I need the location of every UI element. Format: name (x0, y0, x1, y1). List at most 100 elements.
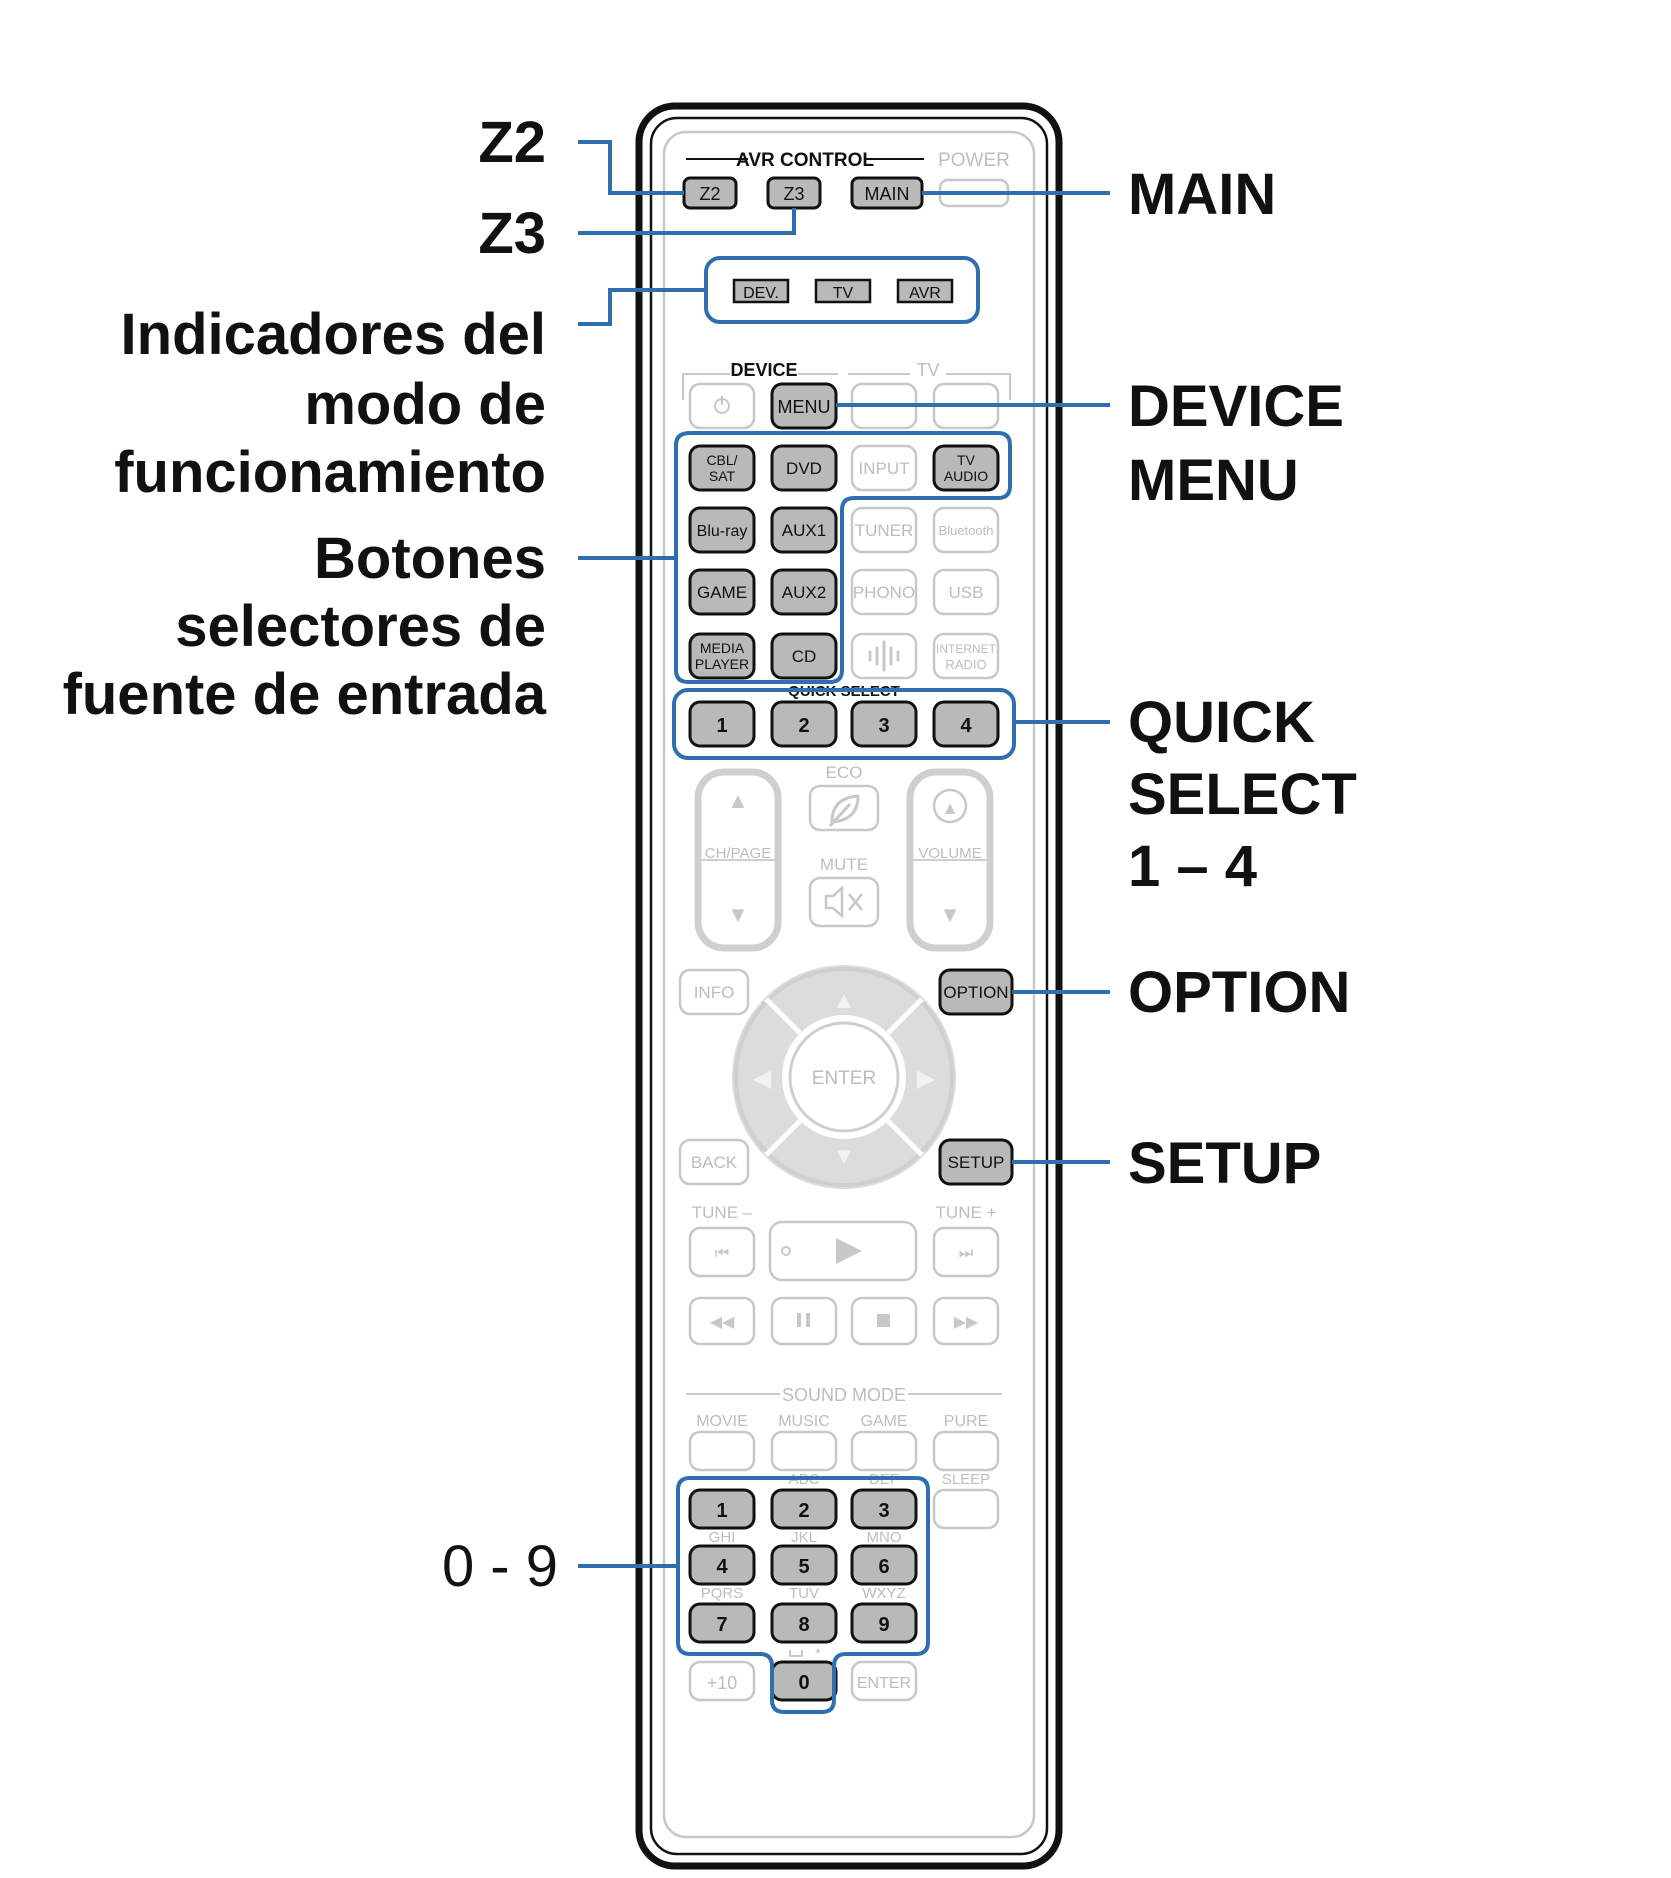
quick-select-callout-line1: QUICK (1128, 690, 1315, 755)
indicators-callout-line3: funcionamiento (114, 440, 546, 505)
svg-text:SAT: SAT (709, 468, 736, 484)
device-menu-callout-line2: MENU (1128, 448, 1299, 513)
source-cd-button[interactable]: CD (770, 632, 838, 680)
pause-button[interactable] (770, 1296, 838, 1346)
source-bluetooth-button[interactable]: Bluetooth (932, 506, 1000, 554)
svg-text:PHONO: PHONO (853, 583, 915, 602)
back-button[interactable]: BACK (678, 1138, 750, 1186)
source-game-button[interactable]: GAME (688, 568, 756, 616)
source-phono-button[interactable]: PHONO (850, 568, 918, 616)
ch-page-rocker[interactable]: ▲ CH/PAGE ▼ (694, 768, 782, 952)
digit-8-button[interactable]: 8 (770, 1602, 838, 1644)
enter-bottom-button[interactable]: ENTER (850, 1660, 918, 1702)
svg-text:MEDIA: MEDIA (700, 640, 745, 656)
svg-text:AVR: AVR (909, 285, 941, 302)
mode-music-button[interactable] (770, 1430, 838, 1472)
z3-button[interactable]: Z3 (766, 176, 822, 210)
z2-button[interactable]: Z2 (682, 176, 738, 210)
svg-text:USB: USB (949, 583, 984, 602)
digit-5-button[interactable]: 5 (770, 1544, 838, 1586)
svg-text:7: 7 (716, 1614, 727, 1636)
mode-game-label: GAME (860, 1413, 907, 1430)
mode-pure-label: PURE (944, 1413, 988, 1430)
digit-9-button[interactable]: 9 (850, 1602, 918, 1644)
mute-button[interactable] (808, 876, 880, 928)
digit-1-button[interactable]: 1 (688, 1488, 756, 1530)
fast-forward-button[interactable]: ▶▶ (932, 1296, 1000, 1346)
svg-text:4: 4 (960, 715, 972, 737)
play-icon (836, 1238, 862, 1264)
option-button[interactable]: OPTION (938, 968, 1014, 1016)
source-heos-button[interactable] (850, 632, 918, 680)
mode-pure-button[interactable] (932, 1430, 1000, 1472)
source-buttons: CBL/ SAT DVD TV AUDIO Blu-ray AUX1 GAME … (688, 444, 1000, 680)
quick-select-4-button[interactable]: 4 (932, 700, 1000, 748)
source-aux2-button[interactable]: AUX2 (770, 568, 838, 616)
tv-label: TV (916, 360, 939, 380)
number-pad-highlight (676, 1476, 930, 1714)
quick-select-3-button[interactable]: 3 (850, 700, 918, 748)
indicators-callout-line2: modo de (304, 372, 546, 437)
svg-text:DEV.: DEV. (743, 285, 779, 302)
main-button[interactable]: MAIN (850, 176, 924, 210)
source-aux1-button[interactable]: AUX1 (770, 506, 838, 554)
device-power-button[interactable] (688, 382, 756, 430)
source-internet-radio-button[interactable]: INTERNET RADIO (932, 632, 1000, 680)
z2-button-label: Z2 (699, 184, 720, 204)
sleep-button[interactable] (932, 1488, 1000, 1530)
source-usb-button[interactable]: USB (932, 568, 1000, 616)
dpad-ring[interactable]: ▲ ▼ ◀ ▶ (732, 965, 956, 1189)
svg-text:3: 3 (878, 1500, 889, 1522)
volume-down-icon: ▼ (939, 902, 961, 927)
source-input-button[interactable]: INPUT (850, 444, 918, 492)
indicator-tv: TV (814, 278, 872, 304)
mode-movie-button[interactable] (688, 1430, 756, 1472)
mute-label: MUTE (820, 855, 868, 874)
play-button[interactable] (768, 1220, 918, 1282)
svg-text:SETUP: SETUP (948, 1153, 1005, 1172)
svg-text:2: 2 (798, 715, 809, 737)
mode-music-label: MUSIC (778, 1413, 830, 1430)
quick-select-1-button[interactable]: 1 (688, 700, 756, 748)
svg-text:OPTION: OPTION (943, 983, 1008, 1002)
arrow-up-icon: ▲ (832, 987, 856, 1014)
option-callout: OPTION (1128, 960, 1350, 1025)
digit-7-button[interactable]: 7 (688, 1602, 756, 1644)
source-cbl-sat-button[interactable]: CBL/ SAT (688, 444, 756, 492)
fast-forward-icon: ▶▶ (954, 1314, 979, 1331)
skip-forward-button[interactable]: ⏭ (932, 1226, 1000, 1278)
sound-mode-label: SOUND MODE (782, 1385, 906, 1405)
svg-text:4: 4 (716, 1556, 728, 1578)
enter-button[interactable]: ENTER (812, 1068, 876, 1089)
rewind-icon: ◀◀ (710, 1314, 735, 1331)
info-button[interactable]: INFO (678, 968, 750, 1016)
digit-2-button[interactable]: 2 (770, 1488, 838, 1530)
stop-button[interactable] (850, 1296, 918, 1346)
source-tv-audio-button[interactable]: TV AUDIO (932, 444, 1000, 492)
quick-select-2-button[interactable]: 2 (770, 700, 838, 748)
digit-4-button[interactable]: 4 (688, 1544, 756, 1586)
source-blu-ray-button[interactable]: Blu-ray (688, 506, 756, 554)
main-button-label: MAIN (865, 184, 910, 204)
z3-callout-line (578, 208, 796, 235)
number-pad: ABC DEF 1 2 3 GHI JKL MNO 4 5 6 PQRS (688, 1471, 918, 1702)
digit-0-button[interactable]: 0 (770, 1660, 838, 1702)
setup-button[interactable]: SETUP (938, 1138, 1014, 1186)
rewind-button[interactable]: ◀◀ (688, 1296, 756, 1346)
skip-back-button[interactable]: ⏮ (688, 1226, 756, 1278)
svg-text:CBL/: CBL/ (706, 452, 737, 468)
plus10-button[interactable]: +10 (688, 1660, 756, 1702)
source-dvd-button[interactable]: DVD (770, 444, 838, 492)
digit-3-button[interactable]: 3 (850, 1488, 918, 1530)
source-tuner-button[interactable]: TUNER (850, 506, 918, 554)
eco-label: ECO (826, 763, 863, 782)
mode-game-button[interactable] (850, 1430, 918, 1472)
volume-rocker[interactable]: ▲ VOLUME ▼ (906, 768, 994, 952)
source-media-player-button[interactable]: MEDIA PLAYER (688, 632, 756, 680)
svg-text:AUDIO: AUDIO (944, 468, 988, 484)
digit-6-button[interactable]: 6 (850, 1544, 918, 1586)
svg-text:3: 3 (878, 715, 889, 737)
device-menu-button[interactable]: MENU (770, 382, 838, 430)
eco-button[interactable] (808, 784, 880, 832)
selectors-callout-line2: selectores de (175, 594, 546, 659)
